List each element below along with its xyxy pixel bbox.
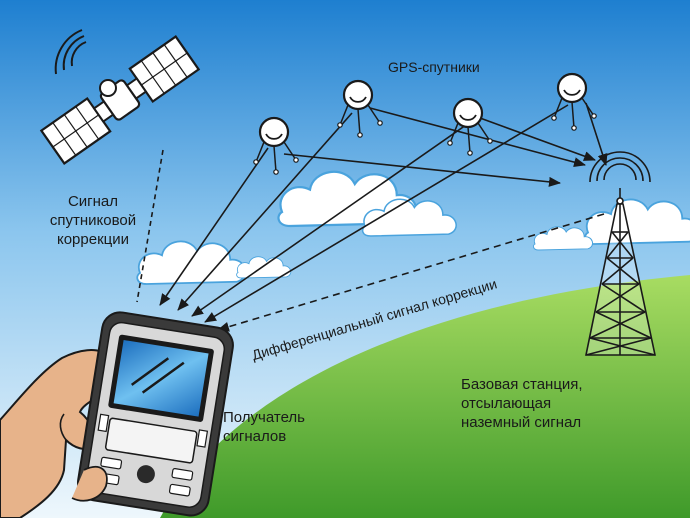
correction-satellite-label: Сигнал спутниковой коррекции bbox=[33, 192, 153, 249]
label-line: сигналов bbox=[223, 428, 287, 445]
gps-satellites-label: GPS-спутники bbox=[388, 58, 480, 77]
ground bbox=[160, 275, 690, 518]
label-line: отсылающая bbox=[461, 395, 552, 412]
label-line: наземный сигнал bbox=[461, 414, 582, 431]
label-line: спутниковой bbox=[49, 212, 137, 229]
label-line: Сигнал bbox=[67, 193, 119, 210]
satellite-icon bbox=[39, 29, 201, 165]
label-line: Базовая станция, bbox=[461, 376, 583, 393]
label-line: коррекции bbox=[56, 231, 129, 248]
gps-receiver-icon bbox=[71, 311, 234, 517]
label-line: Получатель bbox=[223, 409, 305, 426]
hand-icon bbox=[0, 349, 114, 518]
gps-signal-lines bbox=[159, 104, 569, 323]
tower-icon bbox=[585, 151, 656, 356]
satellite-correction-beam bbox=[136, 149, 164, 303]
gps-satellites-text: GPS-спутники bbox=[388, 59, 480, 75]
base-station-label: Базовая станция, отсылающая наземный сиг… bbox=[461, 375, 583, 432]
base-signal-lines bbox=[283, 102, 608, 187]
receiver-label: Получатель сигналов bbox=[223, 408, 305, 446]
